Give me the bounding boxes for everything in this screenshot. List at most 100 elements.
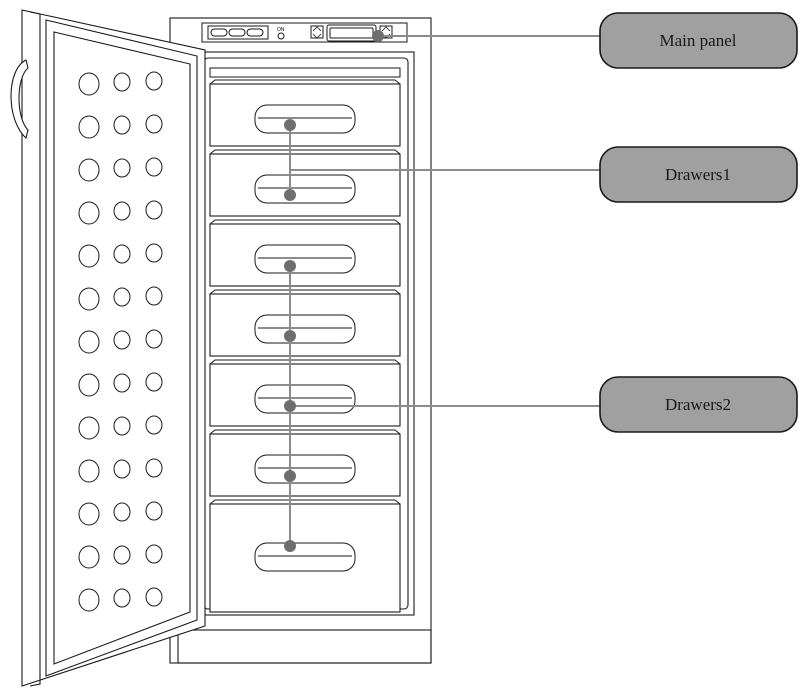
main-panel: ON [201, 22, 408, 43]
door-hole [113, 330, 131, 350]
door-hole [145, 544, 163, 564]
cabinet-plinth [177, 629, 432, 664]
drawer-front [209, 83, 401, 147]
door-outer [21, 9, 206, 687]
door-hole [113, 416, 131, 436]
door-hole [113, 502, 131, 522]
drawer-4[interactable] [209, 289, 401, 357]
door-hole [78, 373, 100, 397]
door-hole [78, 158, 100, 182]
drawer-lip [209, 79, 401, 85]
callout-box [599, 12, 798, 69]
callout-drawers1: Drawers1 [599, 146, 798, 203]
drawer-handle[interactable] [254, 104, 356, 134]
drawer-lip [209, 149, 401, 155]
door-handle[interactable] [10, 59, 29, 140]
drawers2-marker-4 [284, 470, 296, 482]
drawer-stack [209, 79, 401, 613]
callout-markers [284, 30, 384, 552]
drawer-handle[interactable] [254, 174, 356, 204]
door-hole [78, 545, 100, 569]
drawer-3[interactable] [209, 219, 401, 287]
door-hole [78, 459, 100, 483]
temp-down-button[interactable] [310, 25, 324, 39]
door-hole [145, 286, 163, 306]
drawer-lip [209, 289, 401, 295]
callout-main-panel: Main panel [599, 12, 798, 69]
door-hole [113, 459, 131, 479]
door-hole [78, 502, 100, 526]
door-gasket-outer [45, 19, 198, 677]
indicator-light-2 [228, 28, 246, 37]
door-hole [78, 72, 100, 96]
door-hole [145, 200, 163, 220]
drawer-7[interactable] [209, 499, 401, 613]
power-switch[interactable] [277, 32, 285, 40]
indicator-light-3 [246, 28, 264, 37]
door-hole [145, 157, 163, 177]
door-hole [113, 158, 131, 178]
drawers2-marker-5 [284, 540, 296, 552]
drawer-lip [209, 359, 401, 365]
door-hole [113, 244, 131, 264]
drawers2-marker-2 [284, 330, 296, 342]
door-hole [145, 71, 163, 91]
door-hole [145, 372, 163, 392]
drawers1-marker-bottom [284, 189, 296, 201]
temp-down-icon [312, 26, 322, 39]
door-hole [78, 416, 100, 440]
door-hole [145, 458, 163, 478]
door-hole [113, 115, 131, 135]
drawer-handle[interactable] [254, 454, 356, 484]
callout-drawers2: Drawers2 [599, 376, 798, 433]
callout-box [599, 376, 798, 433]
drawer-handle[interactable] [254, 244, 356, 274]
indicator-light-1 [210, 28, 228, 37]
on-label: ON [277, 27, 285, 33]
drawer-lip [209, 219, 401, 225]
drawer-6[interactable] [209, 429, 401, 497]
door-edge [29, 11, 41, 687]
door-hole [113, 201, 131, 221]
temperature-display-inner [329, 27, 374, 39]
drawer-handle[interactable] [254, 384, 356, 414]
drawers2-marker-3 [284, 400, 296, 412]
drawers1-marker-top [284, 119, 296, 131]
drawer-lip [209, 499, 401, 505]
drawer-2[interactable] [209, 149, 401, 217]
door-shelf-holes [78, 71, 163, 612]
drawer-5[interactable] [209, 359, 401, 427]
callout-label-drawers1: Drawers1 [665, 165, 731, 184]
door-hole [78, 115, 100, 139]
door-hole [78, 588, 100, 612]
door-hole [78, 201, 100, 225]
door-hole [78, 244, 100, 268]
door-hole [145, 501, 163, 521]
freezer-door [10, 9, 206, 687]
door-hole [113, 72, 131, 92]
main-panel-marker [372, 30, 384, 42]
door-gasket-inner [53, 31, 191, 665]
door-hole [113, 588, 131, 608]
door-hole [113, 545, 131, 565]
drawers2-marker-1 [284, 260, 296, 272]
door-hole [145, 415, 163, 435]
drawer-lip [209, 429, 401, 435]
door-hole [145, 587, 163, 607]
door-hole [145, 329, 163, 349]
callout-label-drawers2: Drawers2 [665, 395, 731, 414]
drawer-front [209, 363, 401, 427]
door-hole [113, 287, 131, 307]
drawer-handle[interactable] [254, 314, 356, 344]
callout-box [599, 146, 798, 203]
door-hole [78, 287, 100, 311]
top-shelf-rack [209, 67, 401, 78]
door-hole [113, 373, 131, 393]
top-shelf [209, 67, 401, 78]
door-hole [145, 114, 163, 134]
door-hole [145, 243, 163, 263]
door-hole [78, 330, 100, 354]
drawer-handle[interactable] [254, 542, 356, 572]
drawer-1[interactable] [209, 79, 401, 147]
